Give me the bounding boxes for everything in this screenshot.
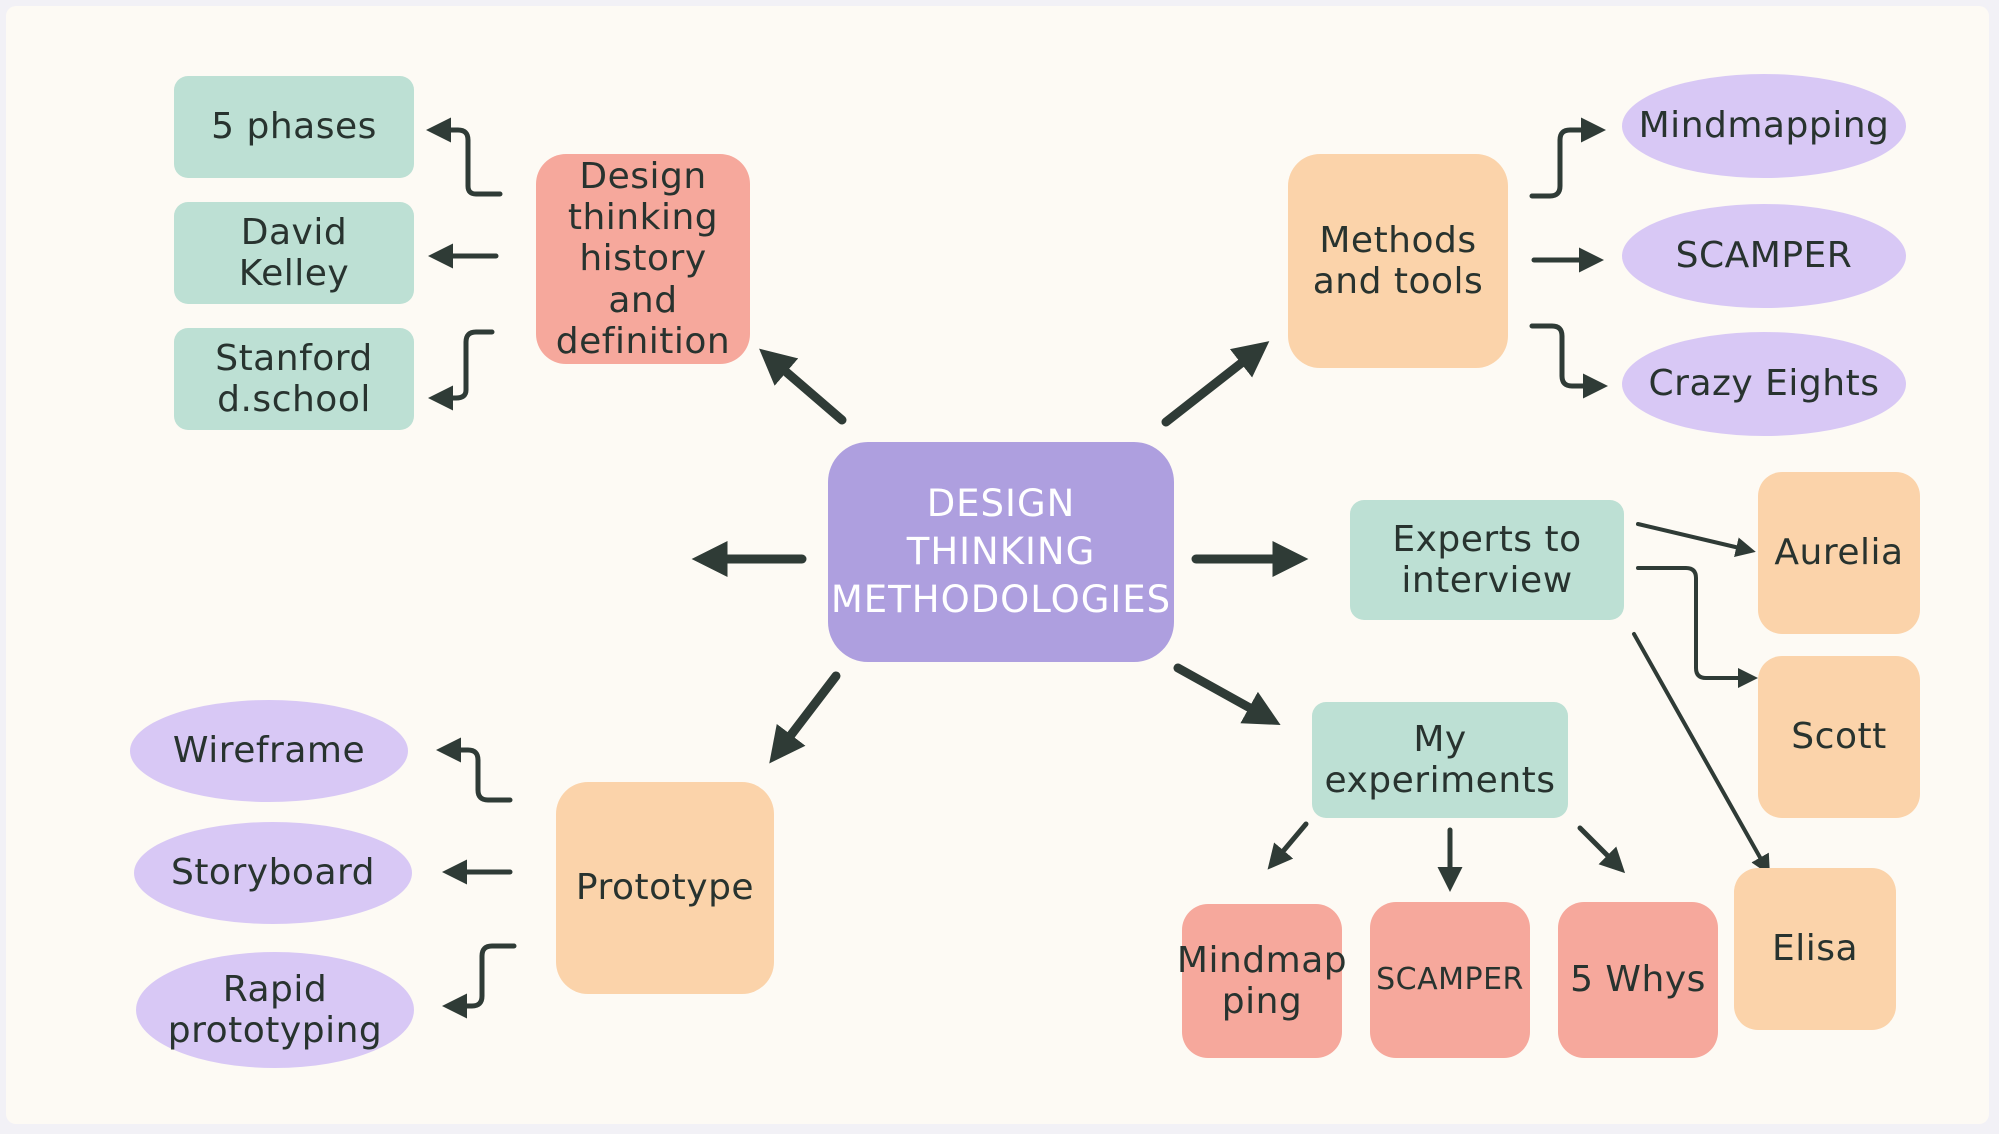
methods-topic-line2: and tools [1312, 261, 1484, 302]
prototype-item-label-line2: prototyping [167, 1010, 383, 1051]
central-topic-line1: DESIGN THINKING [906, 481, 1096, 573]
arrow-center-to-history [759, 348, 847, 425]
methods-topic-line1: Methods [1319, 219, 1477, 261]
prototype-item-label-line1: Rapid [222, 968, 328, 1010]
arrow-center-to-prototype [769, 671, 841, 764]
expert-label: Scott [1791, 716, 1887, 758]
history-topic[interactable]: Design thinking history and definition [536, 154, 750, 364]
arrow-prototype-to-wireframe [436, 737, 513, 803]
arrow-center-to-methods [1161, 341, 1270, 427]
history-item-david-kelley[interactable]: David Kelley [174, 202, 414, 304]
experiment-label-line1: Mindmap [1176, 939, 1348, 981]
experiment-label: SCAMPER [1376, 961, 1524, 997]
experiment-label-line2: ping [1221, 981, 1303, 1022]
central-topic-line2: METHODOLOGIES [830, 578, 1172, 622]
connector-arrows [426, 117, 1770, 1019]
experiment-label: 5 Whys [1570, 959, 1706, 1001]
methods-item-label: Crazy Eights [1648, 363, 1880, 405]
history-topic-line1: Design [579, 155, 707, 197]
expert-aurelia[interactable]: Aurelia [1758, 472, 1920, 634]
arrow-history-to-stanford [428, 329, 495, 411]
history-topic-line3: history and [579, 238, 707, 321]
arrow-methods-to-mindmapping [1529, 117, 1606, 199]
experts-topic-line2: interview [1401, 560, 1573, 601]
prototype-item-label: Storyboard [170, 852, 376, 894]
arrow-center-to-experiments [1173, 663, 1281, 725]
history-item-label: David Kelley [238, 211, 350, 294]
prototype-item-label: Wireframe [172, 730, 366, 772]
arrow-prototype-to-rapid [442, 943, 517, 1019]
arrow-experts-to-elisa [1632, 632, 1770, 875]
mind-map-canvas: DESIGN THINKING METHODOLOGIES Design thi… [6, 6, 1989, 1124]
methods-item-mindmapping[interactable]: Mindmapping [1622, 74, 1906, 178]
history-item-label-line2: d.school [217, 379, 371, 420]
experiments-topic[interactable]: My experiments [1312, 702, 1568, 818]
expert-elisa[interactable]: Elisa [1734, 868, 1896, 1030]
central-topic[interactable]: DESIGN THINKING METHODOLOGIES [828, 442, 1174, 662]
methods-topic[interactable]: Methods and tools [1288, 154, 1508, 368]
prototype-item-rapid-prototyping[interactable]: Rapid prototyping [136, 952, 414, 1068]
expert-label: Aurelia [1774, 532, 1904, 574]
experiments-topic-line2: experiments [1324, 760, 1556, 801]
arrow-experts-to-scott [1636, 566, 1758, 688]
prototype-topic[interactable]: Prototype [556, 782, 774, 994]
history-item-label-line1: Stanford [215, 337, 373, 379]
methods-item-label: Mindmapping [1638, 105, 1890, 147]
history-item-stanford[interactable]: Stanford d.school [174, 328, 414, 430]
experts-topic[interactable]: Experts to interview [1350, 500, 1624, 620]
arrow-experiments-to-mindmapping [1267, 821, 1309, 870]
methods-item-crazy-eights[interactable]: Crazy Eights [1622, 332, 1906, 436]
experiment-scamper[interactable]: SCAMPER [1370, 902, 1530, 1058]
experiment-mindmapping[interactable]: Mindmap ping [1177, 904, 1347, 1058]
methods-item-label: SCAMPER [1675, 235, 1853, 277]
methods-item-scamper[interactable]: SCAMPER [1622, 204, 1906, 308]
expert-label: Elisa [1771, 928, 1859, 970]
history-topic-line2: thinking [567, 196, 719, 238]
arrow-experts-to-aurelia [1636, 522, 1756, 557]
history-item-label: 5 phases [211, 106, 377, 148]
history-item-5-phases[interactable]: 5 phases [174, 76, 414, 178]
experiment-5-whys[interactable]: 5 Whys [1558, 902, 1718, 1058]
arrow-experiments-to-5whys [1577, 825, 1626, 874]
experiments-topic-line1: My [1413, 718, 1467, 760]
history-topic-line4: definition [555, 321, 731, 363]
prototype-item-wireframe[interactable]: Wireframe [130, 700, 408, 802]
experts-topic-line1: Experts to [1392, 518, 1582, 560]
prototype-item-storyboard[interactable]: Storyboard [134, 822, 412, 924]
arrow-history-to-5phases [426, 117, 503, 197]
expert-scott[interactable]: Scott [1758, 656, 1920, 818]
prototype-topic-label: Prototype [575, 867, 755, 909]
arrow-methods-to-crazyeights [1529, 323, 1608, 399]
